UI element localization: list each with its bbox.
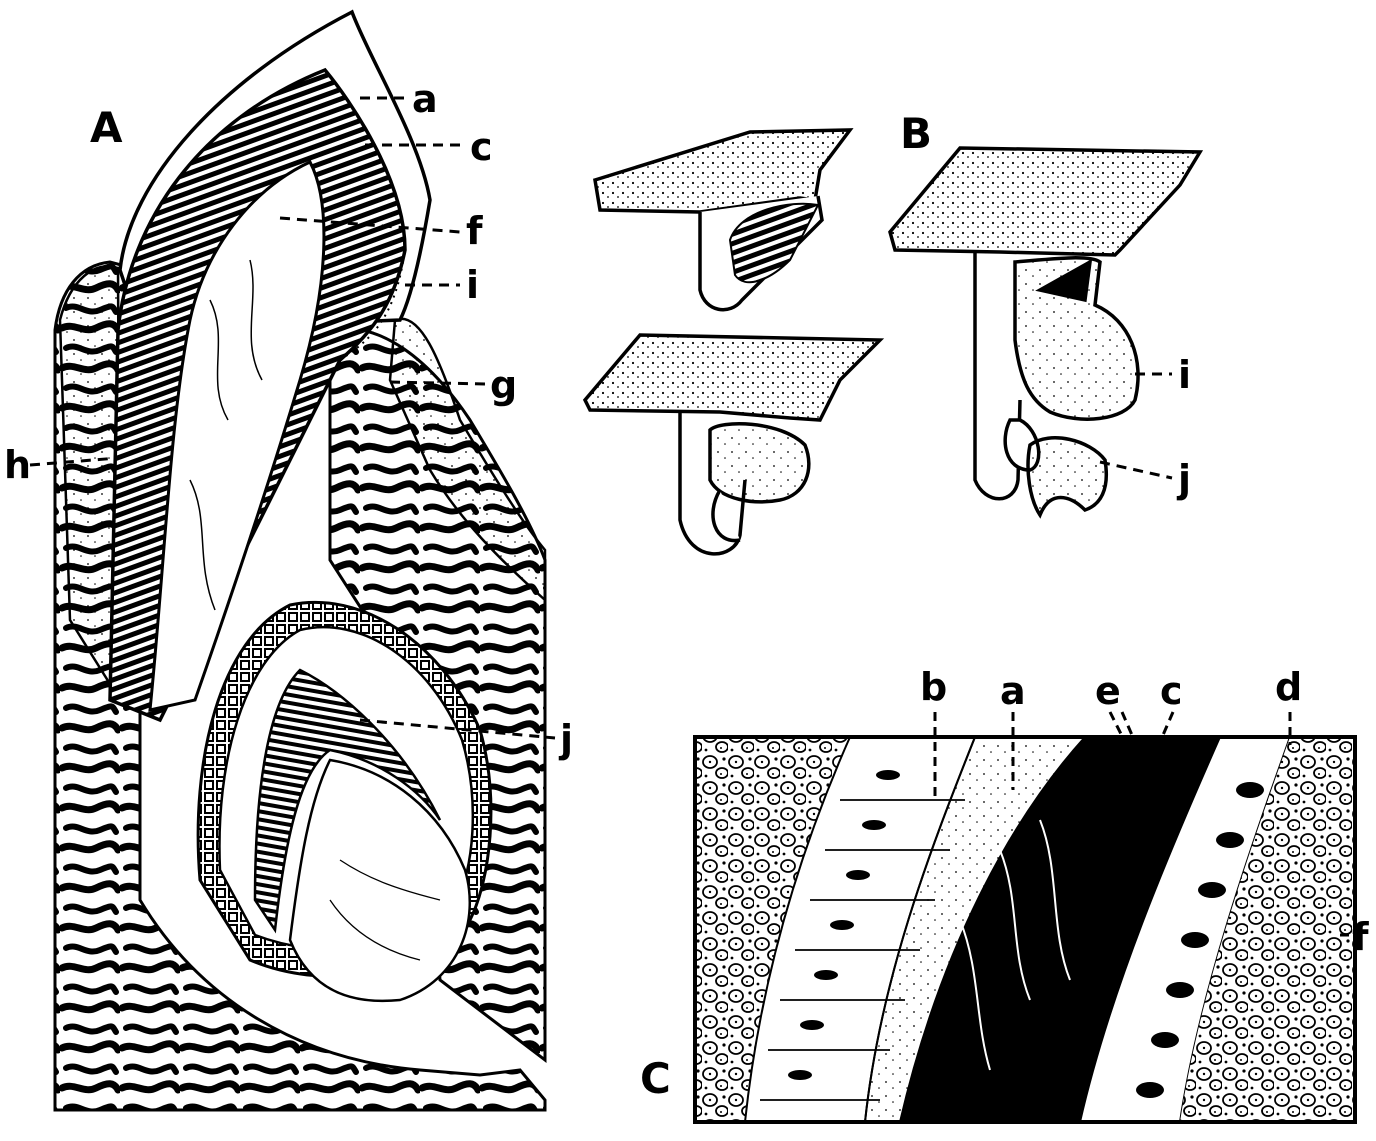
panel-a-label-g: g: [490, 366, 517, 404]
panel-a-label: A: [90, 107, 123, 149]
panel-a-label-h: h: [4, 446, 31, 484]
panel-b-label-i: i: [1178, 356, 1191, 394]
panel-c-label-f: f: [1352, 918, 1369, 956]
panel-a-label-f: f: [466, 212, 483, 250]
panel-c-label-c: c: [1160, 672, 1183, 710]
panel-c-label-b: b: [920, 668, 947, 706]
panel-c-label-a: a: [1000, 672, 1026, 710]
panel-c-label: C: [640, 1058, 671, 1100]
panel-c-label-e: e: [1095, 672, 1121, 710]
panel-b-label-j: j: [1178, 460, 1191, 498]
panel-b-drawing: [585, 130, 1200, 554]
panel-b-label: B: [900, 113, 932, 155]
panel-c-label-d: d: [1275, 668, 1302, 706]
panel-a-label-a: a: [412, 80, 438, 118]
panel-a-label-c: c: [470, 128, 493, 166]
panel-a-drawing: [55, 12, 545, 1110]
panel-c-drawing: [695, 737, 1355, 1122]
panel-a-label-j: j: [560, 720, 573, 758]
panel-a-label-i: i: [466, 266, 479, 304]
